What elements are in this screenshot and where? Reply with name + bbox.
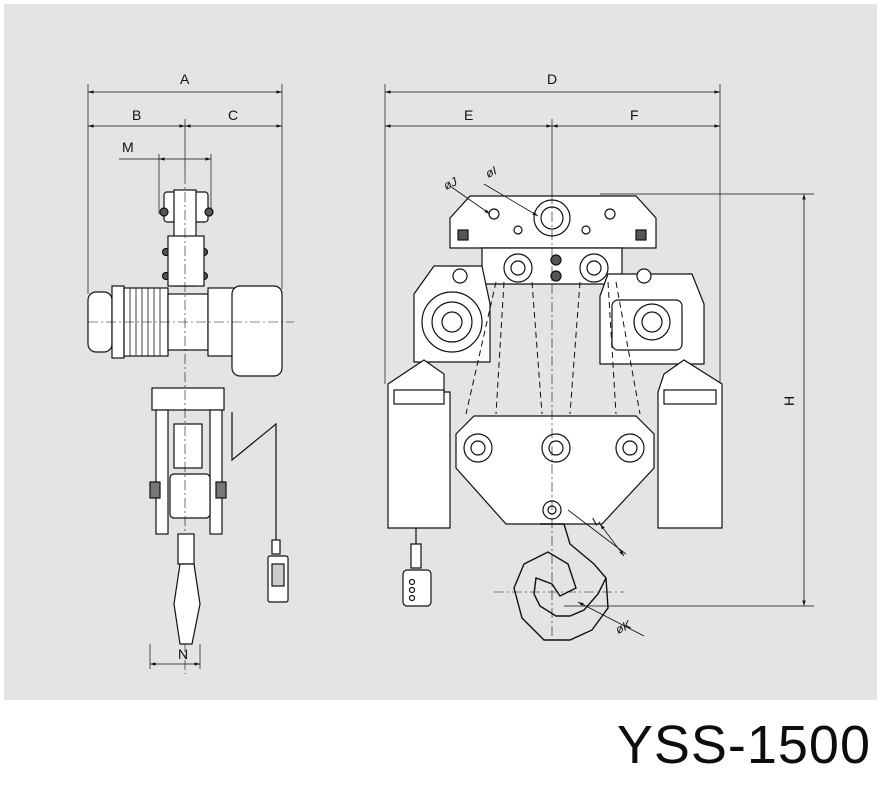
dim-label-n: N — [178, 646, 188, 662]
dim-label-m: M — [122, 139, 134, 155]
side-view — [87, 84, 294, 674]
dim-label-h: H — [781, 396, 797, 406]
dim-label-d: D — [547, 71, 557, 87]
dim-label-c: C — [228, 107, 238, 123]
hoist-technical-drawing: A B C M N D E F H L øI øJ øK — [4, 4, 877, 700]
dim-label-a: A — [180, 71, 190, 87]
dim-label-e: E — [464, 107, 473, 123]
front-view — [384, 84, 814, 644]
dim-label-f: F — [630, 107, 639, 123]
model-title: YSS-1500 — [616, 715, 871, 775]
dim-label-b: B — [132, 107, 141, 123]
drawing-panel: A B C M N D E F H L øI øJ øK — [4, 4, 877, 700]
dim-label-k: øK — [613, 617, 634, 637]
